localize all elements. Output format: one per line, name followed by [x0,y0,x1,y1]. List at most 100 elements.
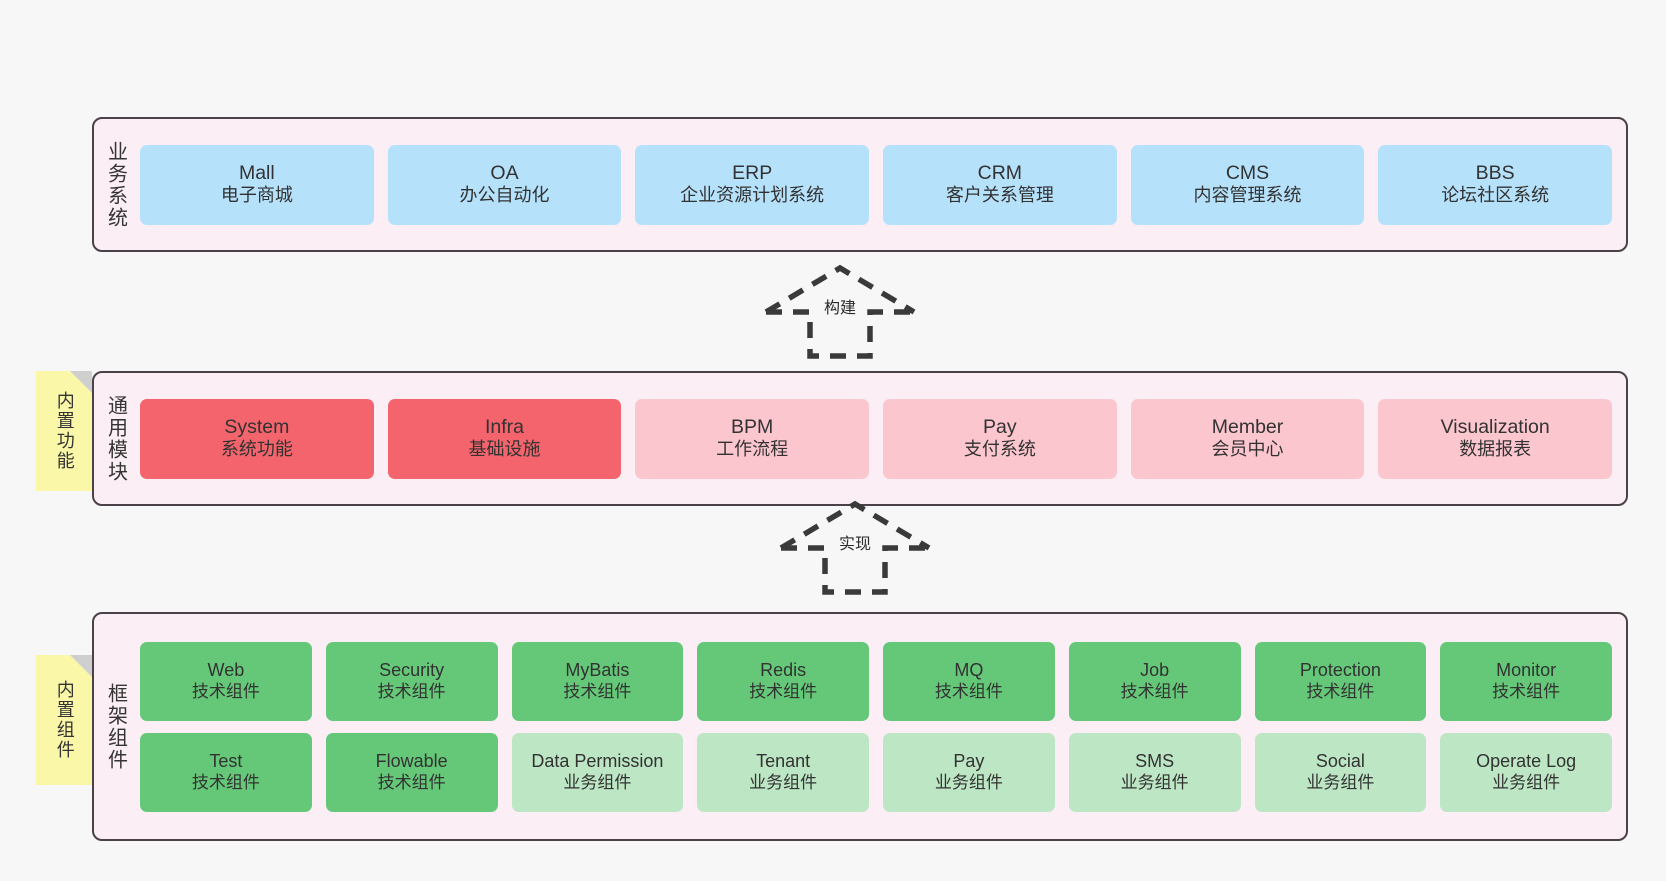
connector-build-label: 构建 [824,300,857,317]
box-redis[interactable]: Redis 技术组件 [697,641,869,721]
cell: Infra 基础设施 [387,398,622,479]
box-title: Tenant [756,750,811,771]
box-operate-log[interactable]: Operate Log 业务组件 [1440,732,1612,812]
box-title: Flowable [375,750,448,771]
layer-framework-title: 框架组件 [104,682,127,771]
box-title: Visualization [1440,415,1550,438]
box-sms[interactable]: SMS 业务组件 [1068,732,1241,812]
box-title: Protection [1299,659,1381,680]
note-builtin-functions: 内置功能 [36,371,92,491]
box-subtitle: 业务组件 [934,772,1003,792]
box-mybatis[interactable]: MyBatis 技术组件 [511,641,684,721]
box-mq[interactable]: MQ 技术组件 [883,641,1055,721]
box-subtitle: 技术组件 [191,772,260,792]
cell: Protection 技术组件 [1254,641,1427,721]
box-subtitle: 业务组件 [749,772,818,792]
box-infra[interactable]: Infra 基础设施 [387,398,622,479]
cell: Test 技术组件 [140,732,312,812]
box-subtitle: 业务组件 [1120,772,1189,792]
box-subtitle: 办公自动化 [459,185,550,206]
layer-business-systems: 业务系统 Mall 电子商城 OA 办公自动化 ERP [92,117,1628,252]
box-title: Monitor [1496,659,1557,680]
box-title: Test [209,750,243,771]
box-protection[interactable]: Protection 技术组件 [1254,641,1427,721]
box-member[interactable]: Member 会员中心 [1130,398,1365,479]
box-monitor[interactable]: Monitor 技术组件 [1440,641,1612,721]
box-job[interactable]: Job 技术组件 [1068,641,1241,721]
box-subtitle: 基础设施 [468,439,541,460]
box-web[interactable]: Web 技术组件 [140,641,312,721]
box-title: Infra [484,415,525,438]
cell: CRM 客户关系管理 [883,144,1117,225]
cell: Data Permission 业务组件 [511,732,684,812]
dashed-up-arrow-icon [764,264,916,359]
box-title: Job [1140,659,1170,680]
box-subtitle: 技术组件 [377,681,446,701]
cell: Security 技术组件 [325,641,498,721]
box-pay-component[interactable]: Pay 业务组件 [883,732,1055,812]
cell: Pay 支付系统 [883,398,1117,479]
box-subtitle: 业务组件 [1306,772,1375,792]
note-fold-corner-icon [70,655,92,677]
box-subtitle: 技术组件 [377,772,446,792]
box-erp[interactable]: ERP 企业资源计划系统 [635,144,870,225]
cell: Pay 业务组件 [883,732,1055,812]
box-subtitle: 技术组件 [934,681,1003,701]
box-subtitle: 技术组件 [1492,681,1561,701]
cell: System 系统功能 [140,398,374,479]
note-fold-corner-icon [70,371,92,393]
box-visualization[interactable]: Visualization 数据报表 [1378,398,1613,479]
cell: Social 业务组件 [1254,732,1427,812]
box-pay-module[interactable]: Pay 支付系统 [883,398,1117,479]
box-flowable[interactable]: Flowable 技术组件 [325,732,498,812]
dashed-up-arrow-icon [779,500,931,595]
box-test[interactable]: Test 技术组件 [140,732,312,812]
cell: OA 办公自动化 [387,144,622,225]
box-social[interactable]: Social 业务组件 [1254,732,1427,812]
framework-row-technical: Web 技术组件 Security 技术组件 MyBatis 技术组件 [140,641,1612,721]
box-title: Web [207,659,245,680]
cell: Web 技术组件 [140,641,312,721]
box-subtitle: 内容管理系统 [1193,185,1302,206]
box-oa[interactable]: OA 办公自动化 [387,144,622,225]
cell: BPM 工作流程 [635,398,870,479]
cell: Member 会员中心 [1130,398,1365,479]
cell: CMS 内容管理系统 [1130,144,1365,225]
cell: Job 技术组件 [1068,641,1241,721]
box-tenant[interactable]: Tenant 业务组件 [697,732,869,812]
cell: Visualization 数据报表 [1378,398,1613,479]
box-subtitle: 客户关系管理 [945,185,1054,206]
box-data-permission[interactable]: Data Permission 业务组件 [511,732,684,812]
box-title: Data Permission [531,750,664,771]
box-subtitle: 电子商城 [220,185,293,206]
box-title: Operate Log [1476,750,1577,771]
box-system[interactable]: System 系统功能 [140,398,374,479]
layer-business-body: Mall 电子商城 OA 办公自动化 ERP 企业资源计划系统 [136,119,1626,250]
box-subtitle: 技术组件 [1306,681,1375,701]
note-label: 内置组件 [54,680,75,760]
layer-business-title: 业务系统 [104,140,127,229]
box-security[interactable]: Security 技术组件 [325,641,498,721]
cell: Mall 电子商城 [140,144,374,225]
box-bbs[interactable]: BBS 论坛社区系统 [1378,144,1613,225]
cell: Tenant 业务组件 [697,732,869,812]
box-bpm[interactable]: BPM 工作流程 [635,398,870,479]
box-crm[interactable]: CRM 客户关系管理 [883,144,1117,225]
box-subtitle: 技术组件 [191,681,260,701]
box-title: OA [490,161,519,184]
business-row: Mall 电子商城 OA 办公自动化 ERP 企业资源计划系统 [140,144,1613,225]
cell: BBS 论坛社区系统 [1378,144,1613,225]
modules-row: System 系统功能 Infra 基础设施 BPM 工作流程 [140,398,1613,479]
cell: MQ 技术组件 [883,641,1055,721]
box-subtitle: 会员中心 [1211,439,1284,460]
box-subtitle: 企业资源计划系统 [680,185,825,206]
box-title: System [224,415,290,438]
box-title: SMS [1135,750,1175,771]
box-mall[interactable]: Mall 电子商城 [140,144,374,225]
box-subtitle: 业务组件 [563,772,632,792]
box-cms[interactable]: CMS 内容管理系统 [1130,144,1365,225]
box-subtitle: 业务组件 [1492,772,1561,792]
layer-modules-title: 通用模块 [104,394,127,483]
box-title: MQ [954,659,984,680]
